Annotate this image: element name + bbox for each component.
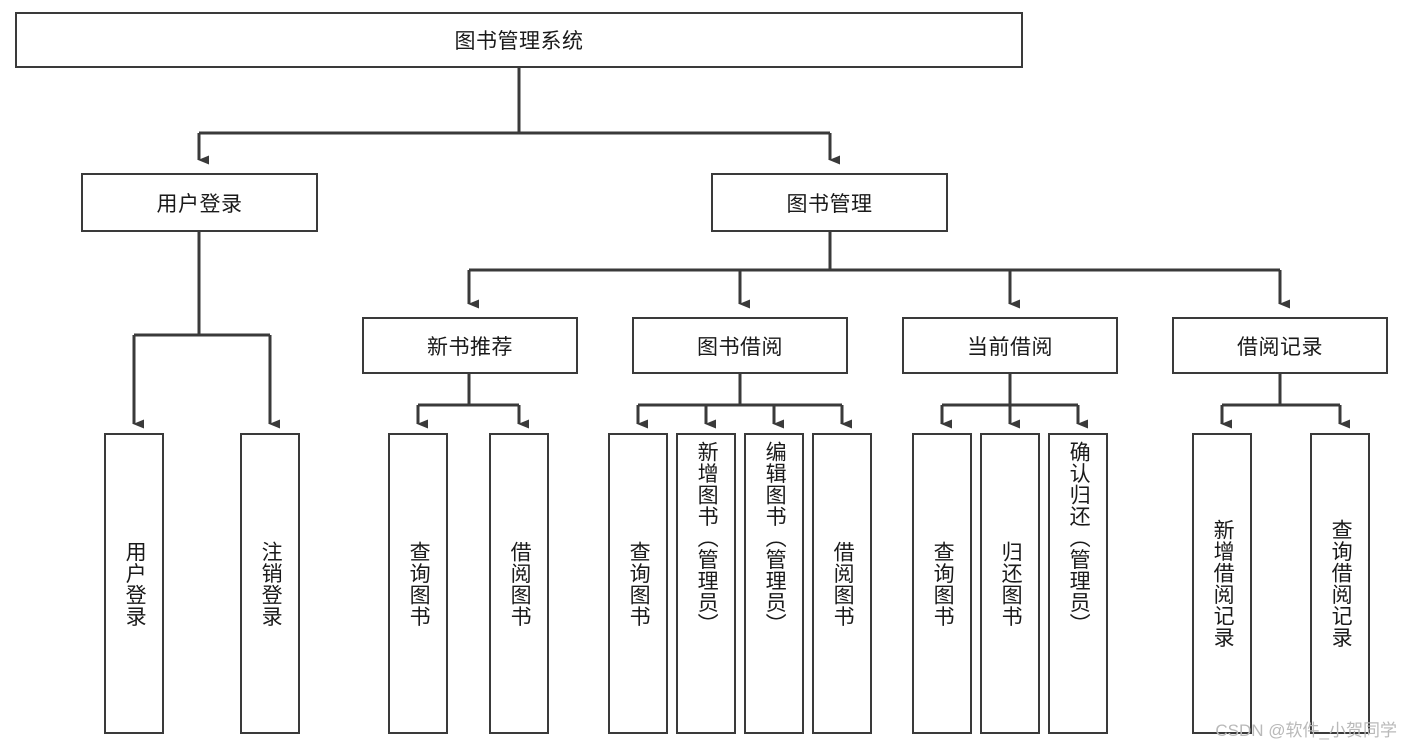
- node-label: 用户登录: [123, 540, 147, 627]
- watermark: CSDN @软件_小贺同学: [1215, 721, 1397, 740]
- node-new-book-recommend[interactable]: 新书推荐: [362, 317, 578, 374]
- leaf-book-borrow-query-book[interactable]: 查询图书: [608, 433, 668, 734]
- node-label: 编辑图书（管理员）: [763, 441, 787, 635]
- leaf-book-borrow-add-book-admin[interactable]: 新增图书（管理员）: [676, 433, 736, 734]
- node-label: 图书管理系统: [454, 30, 584, 53]
- node-label: 借阅图书: [508, 540, 532, 627]
- leaf-current-borrow-confirm-return-admin[interactable]: 确认归还（管理员）: [1048, 433, 1108, 734]
- node-label: 新增图书（管理员）: [695, 441, 719, 635]
- node-root-system[interactable]: 图书管理系统: [15, 12, 1023, 68]
- node-label: 图书管理: [786, 192, 873, 216]
- node-label: 新书推荐: [427, 335, 513, 359]
- node-label: 借阅图书: [831, 540, 855, 627]
- leaf-new-book-query-book[interactable]: 查询图书: [388, 433, 448, 734]
- node-book-borrow[interactable]: 图书借阅: [632, 317, 848, 374]
- leaf-borrow-record-add-record[interactable]: 新增借阅记录: [1192, 433, 1252, 734]
- node-label: 新增借阅记录: [1211, 519, 1235, 648]
- node-label: 查询图书: [931, 540, 955, 627]
- node-label: 查询图书: [407, 540, 431, 627]
- node-label: 确认归还（管理员）: [1067, 441, 1091, 635]
- leaf-user-login-login[interactable]: 用户登录: [104, 433, 164, 734]
- leaf-user-login-logout[interactable]: 注销登录: [240, 433, 300, 734]
- node-current-borrow[interactable]: 当前借阅: [902, 317, 1118, 374]
- node-label: 归还图书: [999, 540, 1023, 627]
- node-borrow-record[interactable]: 借阅记录: [1172, 317, 1388, 374]
- node-label: 查询图书: [627, 540, 651, 627]
- node-label: 注销登录: [259, 540, 283, 627]
- leaf-borrow-record-query-record[interactable]: 查询借阅记录: [1310, 433, 1370, 734]
- leaf-new-book-borrow-book[interactable]: 借阅图书: [489, 433, 549, 734]
- leaf-book-borrow-edit-book-admin[interactable]: 编辑图书（管理员）: [744, 433, 804, 734]
- leaf-current-borrow-return-book[interactable]: 归还图书: [980, 433, 1040, 734]
- node-book-management[interactable]: 图书管理: [711, 173, 948, 232]
- node-label: 借阅记录: [1237, 335, 1323, 359]
- leaf-book-borrow-borrow-book[interactable]: 借阅图书: [812, 433, 872, 734]
- node-label: 查询借阅记录: [1329, 519, 1353, 648]
- node-label: 用户登录: [156, 192, 243, 216]
- leaf-current-borrow-query-book[interactable]: 查询图书: [912, 433, 972, 734]
- node-label: 图书借阅: [697, 335, 783, 359]
- node-user-login[interactable]: 用户登录: [81, 173, 318, 232]
- node-label: 当前借阅: [967, 335, 1053, 359]
